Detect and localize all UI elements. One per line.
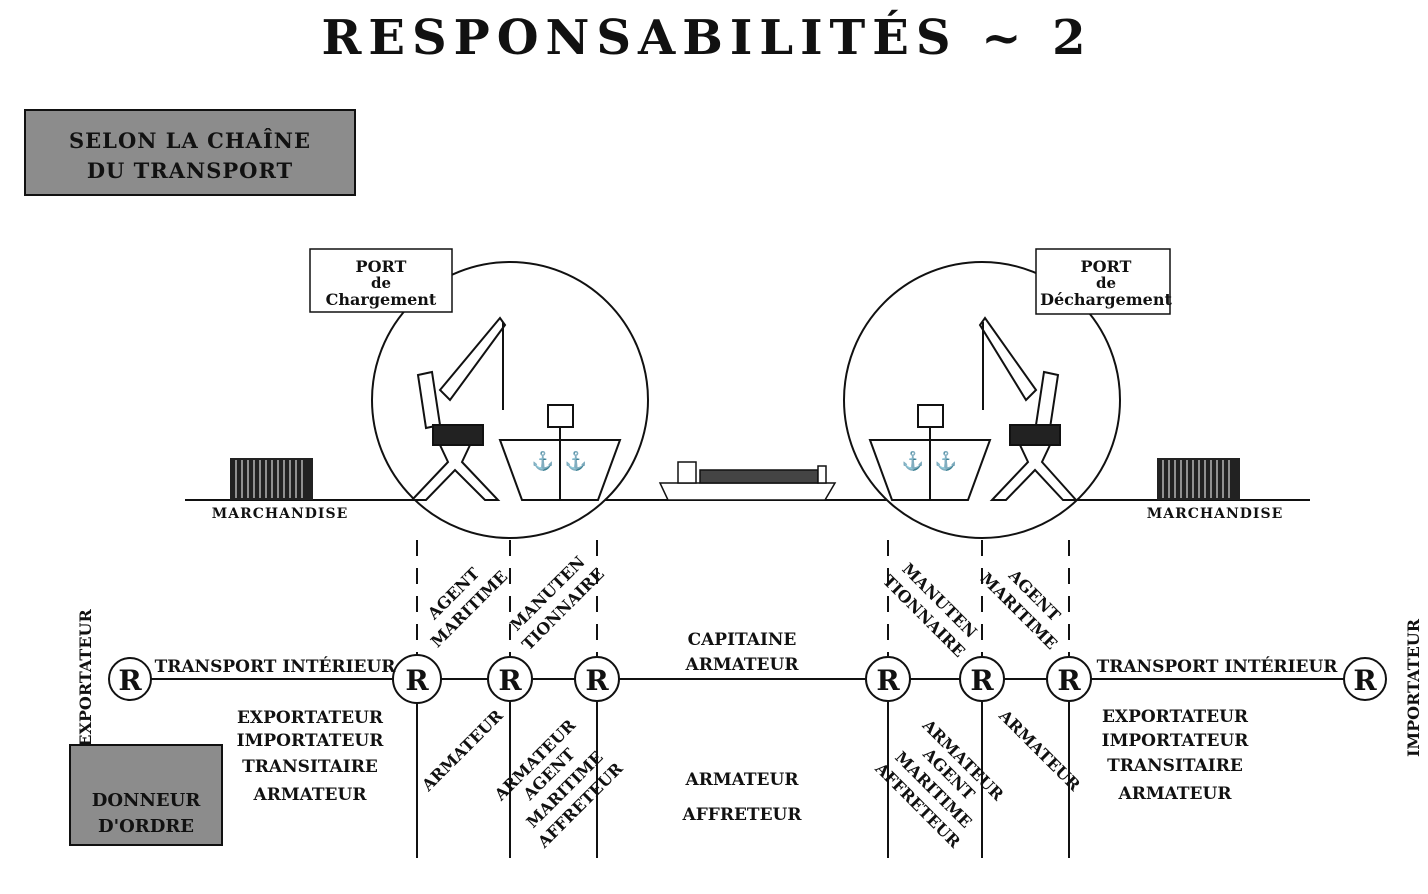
responsibility-node-label: R — [118, 664, 142, 697]
inland-left-label: TRANSPORT INTÉRIEUR — [155, 656, 397, 677]
party: IMPORTATEUR — [1102, 731, 1250, 751]
responsibility-node — [392, 654, 442, 704]
diag-unloading-below: ARMATEUR AGENT MARITIME AFFRETEUR — [871, 715, 1008, 852]
responsibility-node-label: R — [1353, 664, 1377, 697]
principal-box: DONNEUR D'ORDRE — [69, 744, 223, 846]
crane-icon — [409, 316, 507, 501]
party: TRANSITAIRE — [1107, 756, 1243, 776]
svg-text:⚓: ⚓ — [902, 450, 924, 472]
responsibility-boundaries — [416, 540, 1070, 858]
responsibility-node-label: R — [970, 664, 994, 697]
svg-text:⚓: ⚓ — [532, 450, 554, 472]
loading-port-box: PORT de Chargement — [309, 248, 453, 313]
chain-box: SELON LA CHAÎNE DU TRANSPORT — [24, 109, 356, 196]
diag-agent-maritime-unloading: AGENT MARITIME — [977, 565, 1064, 653]
responsibility-node-label: R — [1057, 664, 1081, 697]
chain-box-line2: DU TRANSPORT — [87, 158, 293, 183]
unloading-port-line3: Déchargement — [1040, 290, 1172, 309]
party: EXPORTATEUR — [237, 708, 384, 728]
responsibility-node-label: R — [405, 664, 429, 697]
responsibility-node — [108, 657, 152, 701]
goods-left-label: MARCHANDISE — [212, 506, 349, 522]
loading-port-line3: Chargement — [326, 290, 437, 309]
sea-label-line2: ARMATEUR — [685, 655, 800, 675]
party: TRANSITAIRE — [242, 757, 378, 777]
inland-right-label: TRANSPORT INTÉRIEUR — [1097, 656, 1339, 677]
party: ARMATEUR — [253, 785, 368, 805]
importer-label: IMPORTATEUR — [1404, 618, 1423, 757]
crane-icon — [978, 316, 1079, 501]
responsibility-node — [1046, 656, 1092, 702]
ship-front-icon: ⚓ ⚓ — [868, 404, 992, 501]
right-parties: EXPORTATEUR IMPORTATEUR TRANSITAIRE ARMA… — [1102, 707, 1250, 804]
responsibility-node — [865, 656, 911, 702]
unloading-port-box: PORT de Déchargement — [1035, 248, 1172, 315]
party: IMPORTATEUR — [237, 731, 385, 751]
svg-text:⚓: ⚓ — [935, 450, 957, 472]
diag-stevedore-unloading: MANUTEN TIONNAIRE — [879, 559, 981, 661]
diag-armateur-unloading: ARMATEUR — [995, 705, 1085, 795]
diag-armateur-loading: ARMATEUR — [417, 706, 507, 796]
sea-label-line1: CAPITAINE — [688, 630, 797, 650]
responsibility-node — [959, 656, 1005, 702]
loading-port-line1: PORT — [356, 257, 407, 276]
svg-text:ARMATEUR: ARMATEUR — [995, 705, 1085, 795]
sea-below-2: AFFRETEUR — [682, 805, 803, 825]
exporter-label: EXPORTATEUR — [76, 609, 95, 747]
diag-stevedore-loading: MANUTEN TIONNAIRE — [506, 552, 608, 654]
left-parties: EXPORTATEUR IMPORTATEUR TRANSITAIRE ARMA… — [237, 708, 385, 805]
responsibility-node — [574, 656, 620, 702]
svg-text:ARMATEUR: ARMATEUR — [417, 706, 507, 796]
container-icon — [1157, 458, 1240, 500]
diag-loading-below: ARMATEUR AGENT MARITIME AFFRETEUR — [490, 715, 627, 852]
unloading-port-line1: PORT — [1081, 257, 1132, 276]
container-ship-icon — [658, 461, 837, 501]
party: EXPORTATEUR — [1102, 707, 1249, 727]
container-icon — [230, 458, 313, 500]
responsibility-node — [487, 656, 533, 702]
svg-text:⚓: ⚓ — [565, 450, 587, 472]
principal-line1: DONNEUR — [92, 790, 202, 811]
principal-line2: D'ORDRE — [98, 816, 194, 837]
responsibility-node-label: R — [498, 664, 522, 697]
page-title: RESPONSABILITÉS ~ 2 — [321, 9, 1092, 66]
unloading-port-line2: de — [1096, 274, 1116, 292]
responsibility-node-label: R — [876, 664, 900, 697]
ship-front-icon: ⚓ ⚓ — [498, 404, 622, 501]
chain-box-line1: SELON LA CHAÎNE — [69, 128, 311, 153]
goods-right-label: MARCHANDISE — [1147, 506, 1284, 522]
party: ARMATEUR — [1118, 784, 1233, 804]
loading-port-line2: de — [371, 274, 391, 292]
responsibility-node — [1343, 657, 1387, 701]
responsibility-node-label: R — [585, 664, 609, 697]
sea-below-1: ARMATEUR — [685, 770, 800, 790]
diag-agent-maritime-loading: AGENT MARITIME — [423, 564, 511, 651]
